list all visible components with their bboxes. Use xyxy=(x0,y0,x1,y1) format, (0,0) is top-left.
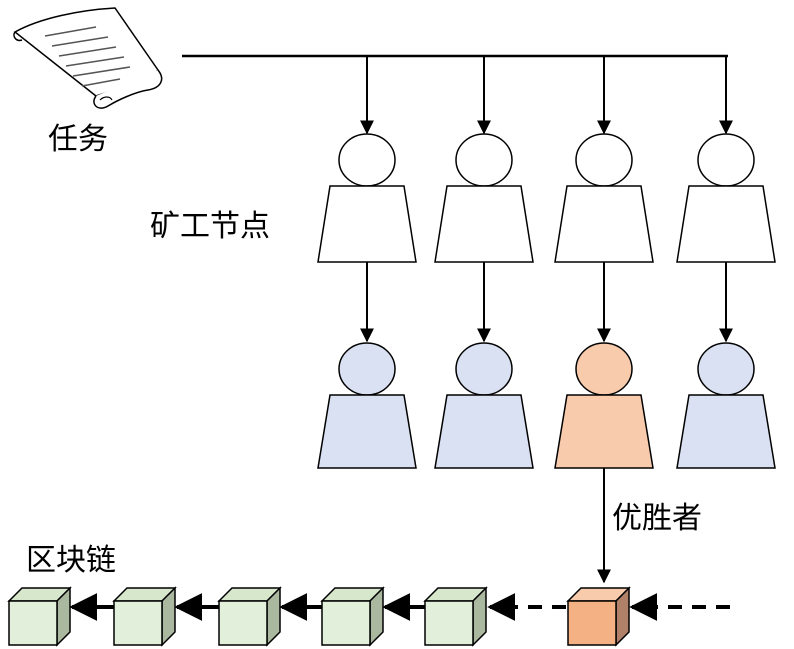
miner-head xyxy=(455,133,513,187)
miner-body xyxy=(676,185,776,263)
winner-node xyxy=(554,342,654,469)
result-head xyxy=(455,342,513,396)
miner-node xyxy=(317,133,417,263)
new-block xyxy=(566,586,631,647)
block-front xyxy=(424,600,474,646)
result-head xyxy=(338,342,396,396)
result-head xyxy=(575,342,633,396)
winner-label: 优胜者 xyxy=(612,501,702,536)
miner-node xyxy=(554,133,654,263)
chain-block xyxy=(217,586,282,647)
blockchain-label: 区块链 xyxy=(26,543,116,578)
miner-node xyxy=(676,133,776,263)
miner-body xyxy=(317,185,417,263)
miner-node xyxy=(434,133,534,263)
result-node xyxy=(434,342,534,469)
miner-body xyxy=(554,185,654,263)
result-body xyxy=(676,394,776,469)
block-front xyxy=(113,600,163,646)
chain-block xyxy=(112,586,177,647)
block-front xyxy=(8,600,58,646)
result-body xyxy=(317,394,417,469)
miner-head xyxy=(697,133,755,187)
block-front xyxy=(218,600,268,646)
miner-body xyxy=(434,185,534,263)
result-head xyxy=(697,342,755,396)
block-front xyxy=(567,600,617,646)
task-label: 任务 xyxy=(48,122,108,157)
result-body xyxy=(554,394,654,469)
miner-head xyxy=(338,133,396,187)
chain-block xyxy=(320,586,385,647)
result-node xyxy=(317,342,417,469)
block-front xyxy=(321,600,371,646)
task-scroll-icon xyxy=(13,7,163,109)
miner-head xyxy=(575,133,633,187)
result-body xyxy=(434,394,534,469)
chain-block xyxy=(423,586,488,647)
chain-block xyxy=(7,586,72,647)
miner-nodes-label: 矿工节点 xyxy=(150,209,270,244)
result-node xyxy=(676,342,776,469)
